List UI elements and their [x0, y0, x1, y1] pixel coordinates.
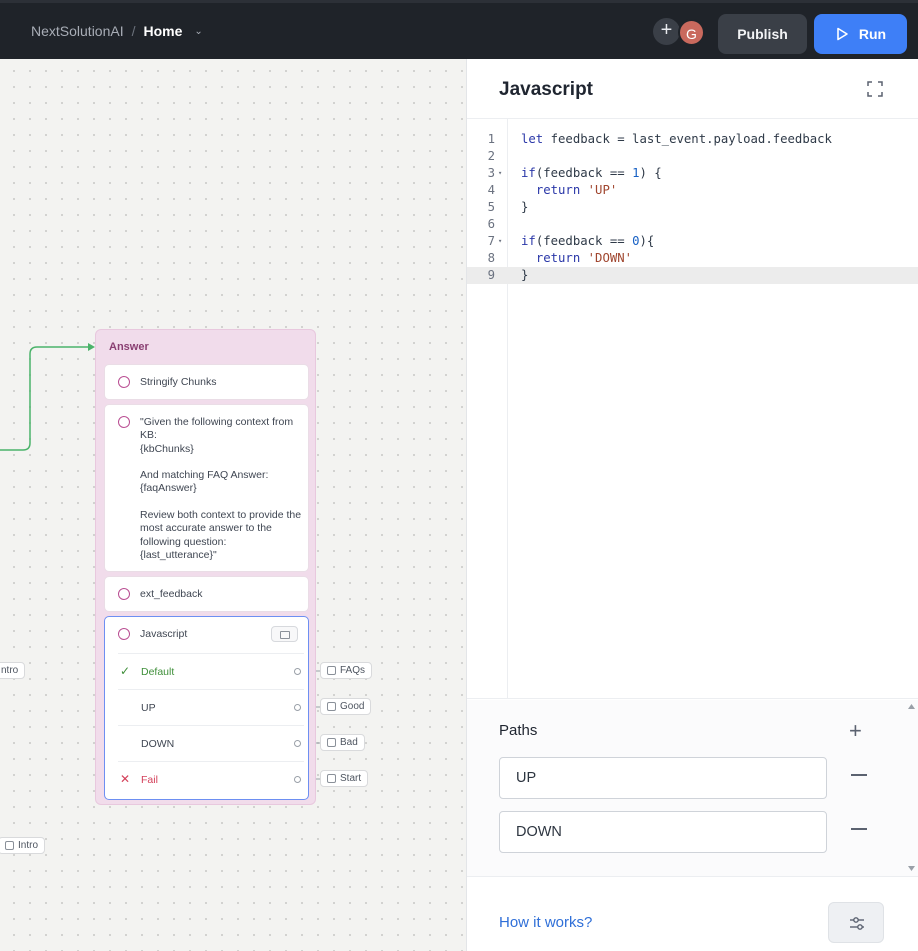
block-icon [327, 666, 336, 675]
function-icon [118, 588, 130, 600]
panel-header: Javascript [467, 59, 918, 119]
path-target-good[interactable]: Good [320, 698, 372, 715]
path-target-faqs[interactable]: FAQs [320, 662, 373, 679]
chevron-down-icon[interactable]: ⌄ [194, 25, 203, 37]
answer-block[interactable]: Answer Stringify Chunks "Given the follo… [95, 329, 316, 805]
path-port[interactable] [294, 668, 301, 675]
step-ext-feedback[interactable]: ext_feedback [104, 576, 309, 612]
breadcrumb: NextSolutionAI / Home ⌄ [31, 23, 203, 39]
remove-path-button[interactable] [851, 828, 867, 830]
code-editor[interactable]: 1 let feedback = last_event.payload.feed… [467, 119, 918, 699]
code-text: } [521, 268, 529, 282]
code-line-active[interactable]: 9 } [467, 267, 918, 284]
step-stringify-chunks[interactable]: Stringify Chunks [104, 364, 309, 400]
code-text: if(feedback == 0){ [521, 234, 655, 248]
code-text: } [521, 200, 529, 214]
how-it-works-link[interactable]: How it works? [499, 914, 593, 931]
path-target-label: Bad [340, 737, 358, 748]
path-row-down[interactable]: DOWN [118, 725, 304, 761]
code-icon [118, 376, 130, 388]
code-line[interactable]: 5 } [487, 200, 529, 214]
path-label: UP [141, 702, 156, 714]
block-icon [327, 774, 336, 783]
path-input-down[interactable]: DOWN [499, 811, 827, 853]
close-icon: ✕ [120, 772, 131, 786]
code-line[interactable]: 1 let feedback = last_event.payload.feed… [487, 132, 832, 146]
path-target-label: Start [340, 773, 362, 784]
top-bar: NextSolutionAI / Home ⌄ + G Publish Run [0, 0, 918, 59]
path-port[interactable] [294, 704, 301, 711]
block-icon [327, 738, 336, 747]
code-line[interactable]: 7 ▾ if(feedback == 0){ [487, 234, 655, 248]
check-icon: ✓ [120, 664, 131, 678]
path-label: Default [141, 666, 175, 678]
path-label: DOWN [141, 738, 175, 750]
flow-canvas[interactable]: ntro Intro Answer Stringify Chunks "Give… [0, 59, 466, 951]
panel-title: Javascript [499, 79, 594, 100]
path-port[interactable] [294, 776, 301, 783]
step-label: ext_feedback [140, 588, 203, 600]
play-icon [837, 27, 848, 41]
step-javascript[interactable]: Javascript ✓ Default UP DOWN ✕ Fail [104, 616, 309, 800]
block-title: Answer [109, 341, 149, 353]
breadcrumb-separator: / [131, 23, 136, 39]
expand-icon[interactable] [867, 81, 883, 97]
code-icon [118, 628, 130, 640]
path-row-fail[interactable]: ✕ Fail [118, 761, 304, 797]
code-line[interactable]: 4 return 'UP' [487, 183, 618, 197]
line-gutter [467, 119, 508, 699]
javascript-panel: Javascript 1 let feedback = last_event.p… [466, 59, 918, 951]
edit-code-button[interactable] [271, 626, 298, 642]
path-label: Fail [141, 774, 158, 786]
path-row-up[interactable]: UP [118, 689, 304, 725]
prompt-text: "Given the following context from KB: {k… [140, 416, 302, 561]
remove-path-button[interactable] [851, 774, 867, 776]
scrollbar[interactable] [904, 700, 918, 877]
step-label: Stringify Chunks [140, 376, 217, 388]
code-line[interactable]: 8 return 'DOWN' [487, 251, 633, 265]
add-path-button[interactable]: + [849, 718, 862, 743]
path-target-label: Good [340, 701, 365, 712]
path-target-label: FAQs [340, 665, 366, 676]
step-label: Javascript [140, 628, 188, 640]
path-target-start[interactable]: Start [320, 770, 369, 787]
run-label: Run [858, 26, 887, 42]
path-port[interactable] [294, 740, 301, 747]
breadcrumb-page[interactable]: Home [143, 23, 183, 39]
code-text: return 'DOWN' [535, 251, 633, 265]
add-collaborator-button[interactable]: + [653, 18, 680, 45]
step-prompt[interactable]: "Given the following context from KB: {k… [104, 404, 309, 572]
fold-arrow-icon[interactable]: ▾ [498, 237, 503, 245]
sliders-icon [850, 917, 864, 930]
code-line[interactable]: 3 ▾ if(feedback == 1) { [487, 166, 662, 180]
avatar[interactable]: G [678, 19, 705, 46]
breadcrumb-project[interactable]: NextSolutionAI [31, 23, 124, 39]
message-icon [118, 416, 130, 428]
block-icon [5, 841, 14, 850]
code-line[interactable]: 6 [487, 217, 495, 231]
settings-button[interactable] [828, 902, 884, 943]
code-text: return 'UP' [535, 183, 618, 197]
paths-title: Paths [499, 722, 538, 739]
fold-arrow-icon[interactable]: ▾ [498, 169, 503, 177]
code-text: let feedback = last_event.payload.feedba… [521, 132, 832, 146]
paths-section: Paths + UP DOWN [467, 700, 918, 877]
node-stub-intro[interactable]: Intro [0, 837, 46, 854]
block-icon [327, 702, 336, 711]
code-text: if(feedback == 1) { [521, 166, 662, 180]
path-row-default[interactable]: ✓ Default [118, 653, 304, 689]
run-button[interactable]: Run [814, 14, 907, 54]
publish-button[interactable]: Publish [718, 14, 807, 54]
node-stub-label: Intro [18, 840, 39, 851]
node-stub-label: ntro [1, 665, 19, 676]
code-line[interactable]: 2 [487, 149, 495, 163]
path-target-bad[interactable]: Bad [320, 734, 365, 751]
node-stub-intro-partial[interactable]: ntro [0, 662, 26, 679]
path-input-up[interactable]: UP [499, 757, 827, 799]
